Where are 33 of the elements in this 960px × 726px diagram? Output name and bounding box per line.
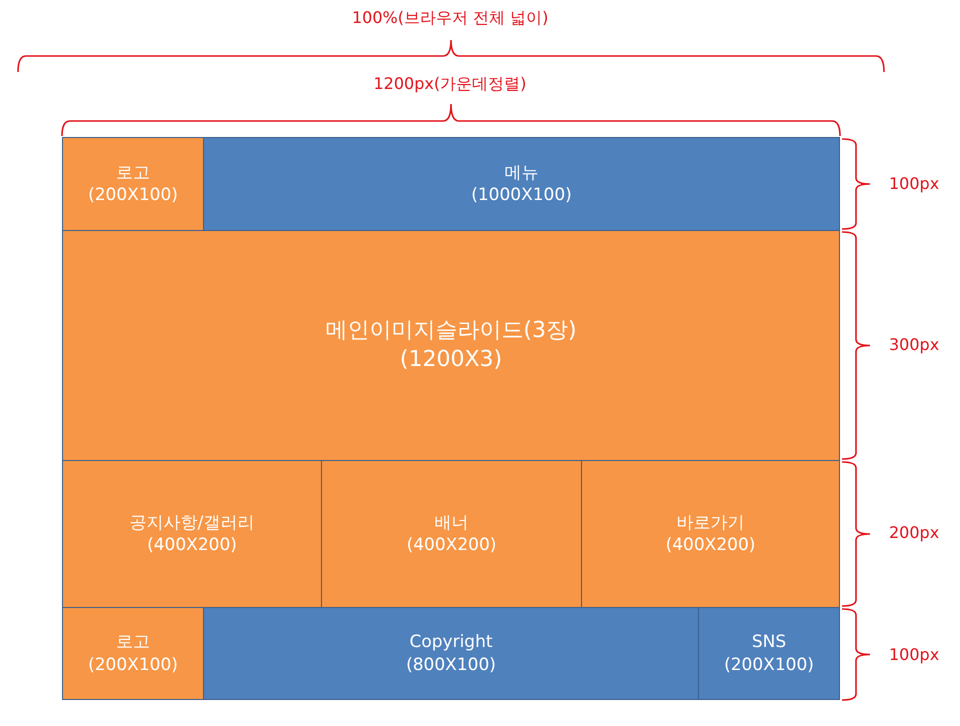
layout-block: [203, 607, 699, 700]
size-text: (200X100): [88, 654, 178, 676]
section-name: 메뉴: [504, 162, 538, 184]
size-text: (800X100): [406, 654, 496, 676]
section-name: 로고: [116, 162, 150, 184]
dimension-label: 100%(브라우저 전체 넓이): [352, 8, 548, 28]
layout-block: [698, 607, 840, 700]
size-text: (400X200): [406, 534, 496, 556]
layout-block: [203, 137, 840, 231]
layout-block: [62, 460, 322, 608]
dimension-label: 1200px(가운데정렬): [374, 74, 526, 94]
section-name: SNS: [752, 631, 786, 654]
layout-block: [62, 137, 204, 231]
section-name: Copyright: [409, 631, 493, 654]
layout-block: [62, 230, 840, 461]
dimension-label: 100px: [889, 174, 940, 194]
layout-block: [581, 460, 840, 608]
dimension-label: 100px: [889, 645, 940, 664]
size-text: (200X100): [88, 184, 178, 206]
section-name: 로고: [116, 631, 150, 654]
section-name: 배너: [434, 512, 468, 534]
section-name: 공지사항/갤러리: [130, 512, 254, 534]
size-text: (1200X3): [400, 346, 502, 374]
layout-block: [62, 607, 204, 700]
size-text: (400X200): [147, 534, 237, 556]
section-name: 메인이미지슬라이드(3장): [325, 316, 577, 345]
size-text: (200X100): [724, 654, 814, 676]
size-text: (400X200): [666, 534, 756, 556]
section-name: 바로가기: [676, 512, 744, 534]
dimension-label: 300px: [889, 335, 940, 354]
layout-block: [321, 460, 582, 608]
dimension-label: 200px: [889, 523, 940, 542]
size-text: (1000X100): [471, 184, 572, 206]
